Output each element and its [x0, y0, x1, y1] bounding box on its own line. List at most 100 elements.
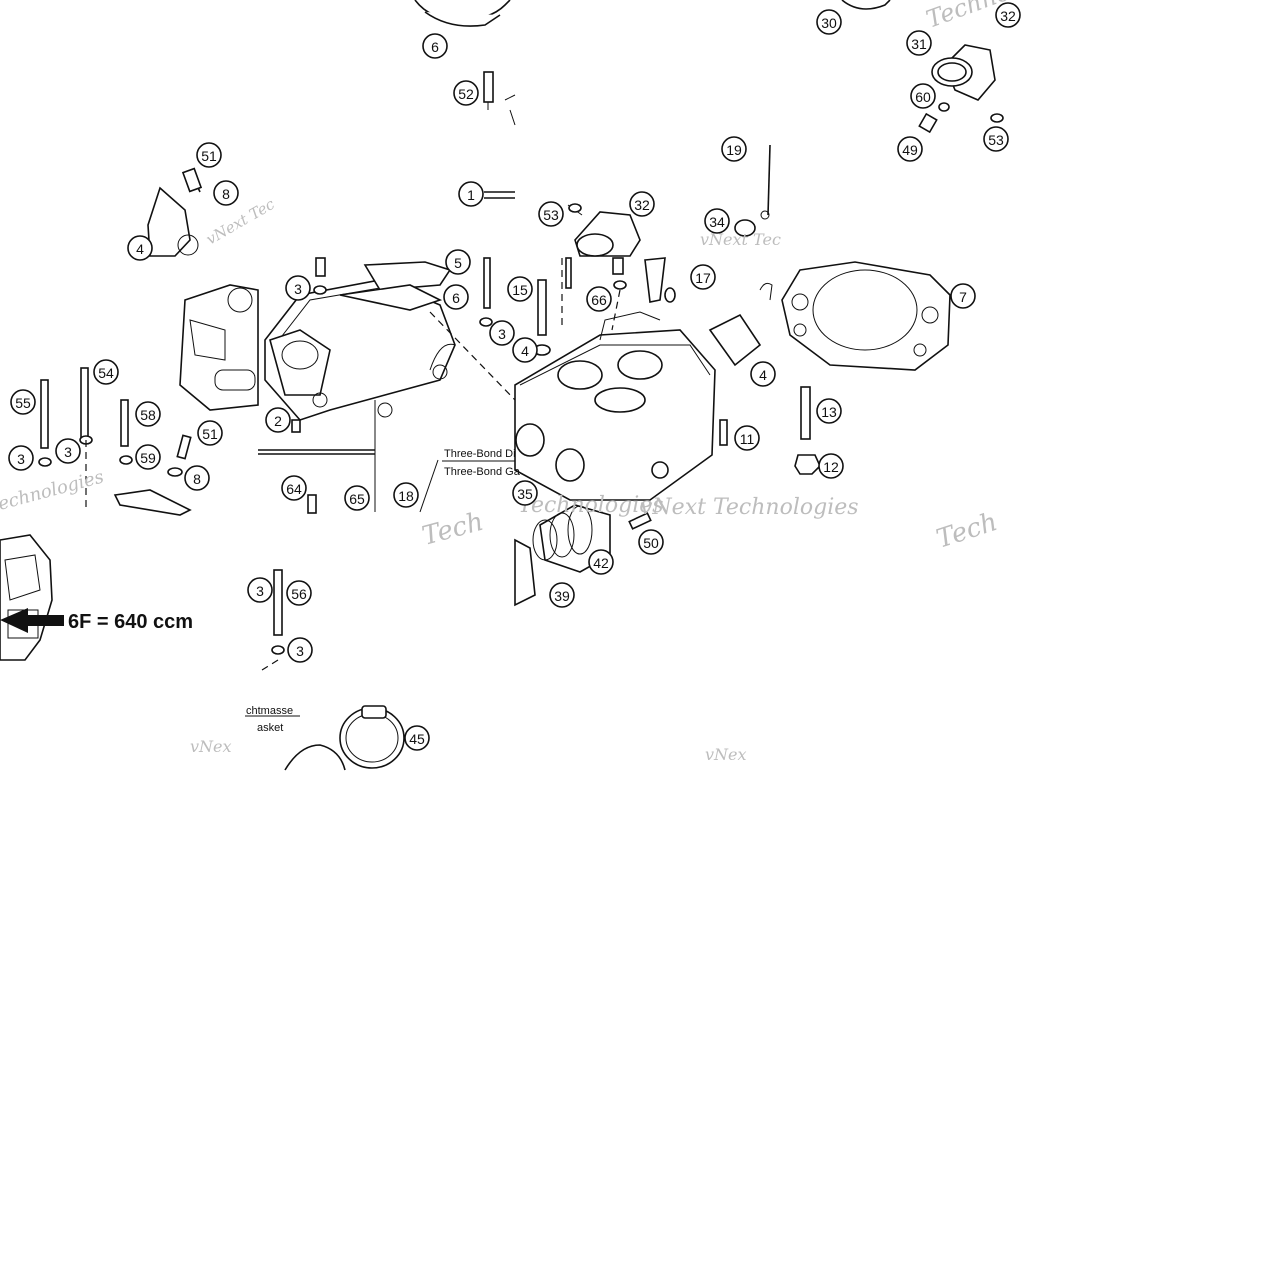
- callout-circle: [690, 264, 716, 290]
- callout-circle: [638, 529, 664, 555]
- callout-number: 4: [521, 343, 529, 359]
- engine-block-fragment: [0, 534, 53, 661]
- callout-number: 55: [15, 395, 31, 411]
- callout-51: 51: [196, 142, 222, 168]
- callout-number: 2: [274, 413, 282, 429]
- callout-number: 8: [193, 471, 201, 487]
- callout-number: 6: [452, 290, 460, 306]
- callout-circle: [344, 485, 370, 511]
- callout-39: 39: [549, 582, 575, 608]
- callout-number: 3: [17, 451, 25, 467]
- callout-circle: [910, 83, 936, 109]
- callout-number: 39: [554, 588, 570, 604]
- callout-58: 58: [135, 401, 161, 427]
- callout-circle: [512, 337, 538, 363]
- callout-circle: [704, 208, 730, 234]
- callout-number: 4: [759, 367, 767, 383]
- callout-circle: [750, 361, 776, 387]
- callout-31: 31: [906, 30, 932, 56]
- callout-circle: [458, 181, 484, 207]
- callout-64: 64: [281, 475, 307, 501]
- callout-circle: [512, 480, 538, 506]
- callout-3: 3: [247, 577, 273, 603]
- callout-number: 31: [911, 36, 927, 52]
- three-bond-note-1: Three-Bond Di: [442, 448, 516, 462]
- callout-number: 64: [286, 481, 302, 497]
- callout-circle: [816, 9, 842, 35]
- callout-number: 56: [291, 586, 307, 602]
- valve-cover-top-fragment: [414, 0, 511, 27]
- callout-circle: [286, 580, 312, 606]
- callout-6: 6: [422, 33, 448, 59]
- callout-number: 53: [988, 132, 1004, 148]
- callout-circle: [507, 276, 533, 302]
- callout-number: 45: [409, 731, 425, 747]
- callout-number: 1: [467, 187, 475, 203]
- intake-pipe-part: [841, 0, 1004, 134]
- watermark-text: echnologies: [0, 466, 106, 514]
- callout-55: 55: [10, 389, 36, 415]
- callout-circle: [93, 359, 119, 385]
- callout-49: 49: [897, 136, 923, 162]
- stud-part-1: [484, 191, 515, 199]
- callout-number: 3: [498, 326, 506, 342]
- callout-number: 51: [201, 148, 217, 164]
- rubber-boot-part-42: [514, 504, 652, 607]
- callout-35: 35: [512, 480, 538, 506]
- callout-circle: [734, 425, 760, 451]
- callout-circle: [213, 180, 239, 206]
- watermark-text: Tech: [419, 507, 487, 552]
- callout-50: 50: [638, 529, 664, 555]
- bolt-part-52: [483, 71, 516, 126]
- callout-number: 6: [431, 39, 439, 55]
- callout-circle: [586, 286, 612, 312]
- callout-34: 34: [704, 208, 730, 234]
- callout-2: 2: [265, 407, 291, 433]
- callout-number: 50: [643, 535, 659, 551]
- callout-17: 17: [690, 264, 716, 290]
- callout-52: 52: [453, 80, 479, 106]
- callout-circle: [10, 389, 36, 415]
- note-three-bond-2: Three-Bond Ga: [444, 466, 521, 478]
- callout-circle: [287, 637, 313, 663]
- callout-circle: [995, 2, 1021, 28]
- callout-circle: [281, 475, 307, 501]
- callout-number: 65: [349, 491, 365, 507]
- callout-circle: [538, 201, 564, 227]
- callout-circle: [445, 249, 471, 275]
- callout-circle: [818, 453, 844, 479]
- callout-circle: [184, 465, 210, 491]
- callout-15: 15: [507, 276, 533, 302]
- callout-circle: [443, 284, 469, 310]
- callout-circle: [196, 142, 222, 168]
- callout-3: 3: [285, 275, 311, 301]
- callout-number: 30: [821, 15, 837, 31]
- callout-59: 59: [135, 444, 161, 470]
- callout-number: 60: [915, 89, 931, 105]
- callout-51: 51: [197, 420, 223, 446]
- three-bond-note-2: Three-Bond Ga: [444, 466, 521, 478]
- callout-number: 7: [959, 289, 967, 305]
- callout-number: 53: [543, 207, 559, 223]
- callout-circle: [393, 482, 419, 508]
- pipe-fragment: [734, 144, 771, 237]
- callout-circle: [8, 445, 34, 471]
- callout-number: 8: [222, 186, 230, 202]
- callout-65: 65: [344, 485, 370, 511]
- callout-circle: [135, 401, 161, 427]
- callout-number: 19: [726, 142, 742, 158]
- callout-4: 4: [127, 235, 153, 261]
- callout-circle: [285, 275, 311, 301]
- callout-number: 18: [398, 488, 414, 504]
- cylinder-head-part: [514, 257, 762, 501]
- callout-circle: [588, 549, 614, 575]
- callout-number: 3: [294, 281, 302, 297]
- callout-circle: [197, 420, 223, 446]
- callout-circle: [721, 136, 747, 162]
- callout-number: 4: [136, 241, 144, 257]
- note-dichtmasse: chtmasse: [246, 705, 293, 717]
- callout-32: 32: [629, 191, 655, 217]
- valve-cover-part: [258, 257, 516, 514]
- rocker-arm-part: [147, 167, 203, 257]
- callout-circle: [453, 80, 479, 106]
